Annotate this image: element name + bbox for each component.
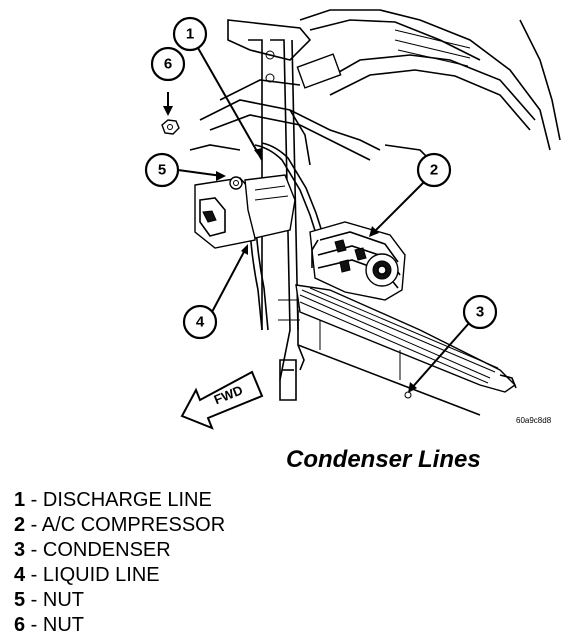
legend-separator: - <box>25 514 42 536</box>
diagram-title: Condenser Lines <box>286 446 481 473</box>
legend-separator: - <box>25 564 43 586</box>
callout-2: 2 <box>416 152 452 188</box>
legend-separator: - <box>25 489 43 511</box>
callout-5: 5 <box>144 152 180 188</box>
legend-number: 1 <box>14 489 26 511</box>
callout-1: 1 <box>172 16 208 52</box>
nut-6 <box>161 119 180 135</box>
legend-item: 1 - DISCHARGE LINE <box>14 488 225 513</box>
fwd-arrow-icon: FWD <box>180 370 264 430</box>
legend-number: 2 <box>14 514 26 536</box>
block-fitting <box>194 174 296 249</box>
legend-label: DISCHARGE LINE <box>42 489 212 511</box>
legend-item: 3 - CONDENSER <box>14 538 225 563</box>
callout-5-number: 5 <box>158 162 166 179</box>
legend-label: NUT <box>42 614 85 636</box>
legend-item: 6 - NUT <box>14 613 225 638</box>
callout-6-number: 6 <box>164 56 172 73</box>
body-structure <box>189 9 561 171</box>
figure-code: 60a9c8d8 <box>516 416 552 425</box>
leader-arrowheads <box>163 106 417 393</box>
callout-1-number: 1 <box>186 26 194 43</box>
legend-number: 5 <box>14 589 26 611</box>
legend-label: CONDENSER <box>42 539 171 561</box>
legend-label: A/C COMPRESSOR <box>41 514 226 536</box>
condenser-lines-diagram: 1 6 5 2 3 4 FWD <box>144 9 561 430</box>
callout-3-number: 3 <box>476 304 484 321</box>
callout-6: 6 <box>150 46 186 82</box>
parts-legend: 1 - DISCHARGE LINE 2 - A/C COMPRESSOR 3 … <box>14 488 225 638</box>
ac-compressor <box>309 221 406 301</box>
condenser <box>295 284 517 416</box>
legend-number: 6 <box>14 614 26 636</box>
legend-number: 4 <box>14 564 26 586</box>
callout-4-number: 4 <box>196 314 205 331</box>
legend-separator: - <box>25 589 43 611</box>
legend-label: LIQUID LINE <box>42 564 160 586</box>
legend-item: 5 - NUT <box>14 588 225 613</box>
legend-separator: - <box>25 539 43 561</box>
legend-number: 3 <box>14 539 26 561</box>
legend-label: NUT <box>42 589 85 611</box>
leader-lines <box>167 47 471 391</box>
callout-2-number: 2 <box>430 162 438 179</box>
legend-separator: - <box>25 614 43 636</box>
legend-item: 4 - LIQUID LINE <box>14 563 225 588</box>
callout-3: 3 <box>462 294 498 330</box>
legend-item: 2 - A/C COMPRESSOR <box>14 513 225 538</box>
callout-4: 4 <box>182 304 218 340</box>
